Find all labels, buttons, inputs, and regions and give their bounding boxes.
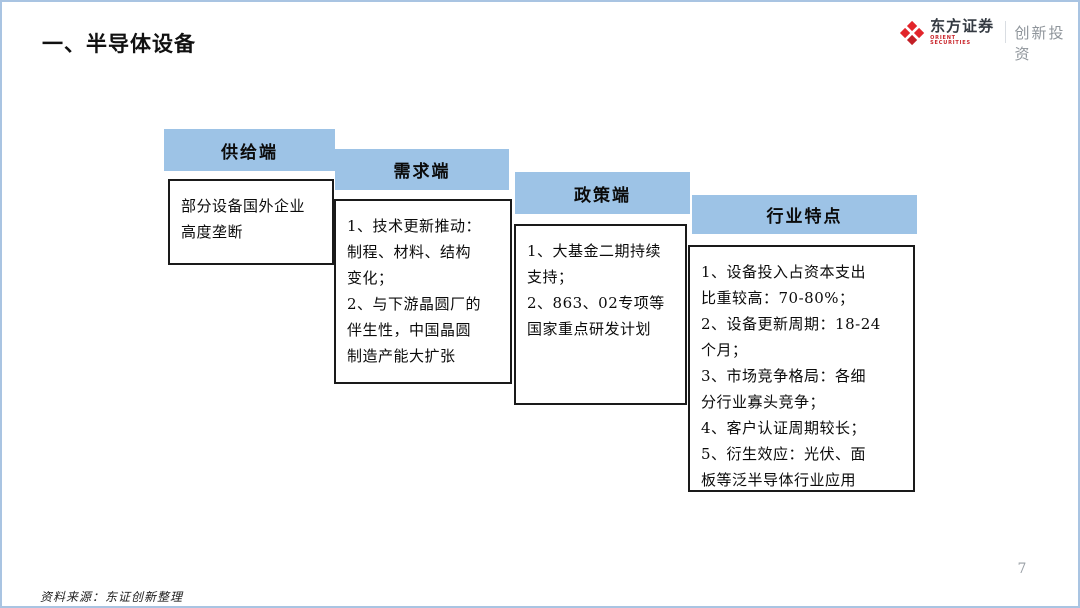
orient-securities-logo-icon	[899, 20, 925, 46]
brand-name-english: ORIENT SECURITIES	[930, 35, 971, 46]
brand-logo: 东方证券 ORIENT SECURITIES 创新投资	[899, 19, 1078, 63]
source-note: 资料来源：东证创新整理	[40, 590, 184, 604]
page-title: 一、半导体设备	[42, 31, 196, 56]
box-content-demand-side: 1、技术更新推动： 制程、材料、结构 变化； 2、与下游晶圆厂的 伴生性，中国晶…	[334, 199, 512, 384]
box-content-supply-side: 部分设备国外企业 高度垄断	[168, 179, 334, 265]
brand-text-block: 东方证券 ORIENT SECURITIES	[930, 19, 994, 46]
box-header-supply-side: 供给端	[164, 129, 335, 171]
box-content-policy-side: 1、大基金二期持续 支持； 2、863、02专项等 国家重点研发计划	[514, 224, 687, 405]
page-number: 7	[1017, 561, 1027, 577]
box-header-industry-characteristics: 行业特点	[692, 195, 917, 234]
box-content-industry-characteristics: 1、设备投入占资本支出 比重较高：70-80%； 2、设备更新周期：18-24 …	[688, 245, 915, 492]
brand-suffix: 创新投资	[1014, 24, 1066, 63]
box-header-demand-side: 需求端	[335, 149, 509, 190]
logo-divider	[1004, 21, 1006, 43]
brand-name: 东方证券	[930, 17, 995, 35]
box-header-policy-side: 政策端	[515, 172, 690, 214]
